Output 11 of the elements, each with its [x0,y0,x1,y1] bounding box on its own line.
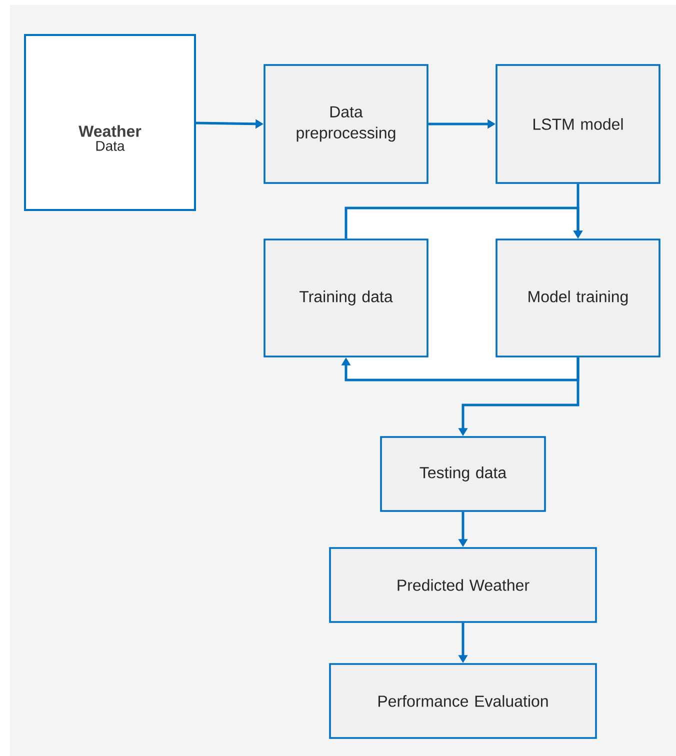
process-box: Performance Evaluation [329,663,597,739]
process-box: Data preprocessing [264,64,428,184]
process-box: Model training [496,238,660,358]
arrow [341,357,580,382]
arrow [344,206,583,239]
process-box: Testing data [380,436,546,512]
process-box: Training data [264,238,428,358]
database-cylinder [24,34,196,211]
process-box: LSTM model [496,64,660,184]
database-label: Weather Data [78,125,142,151]
process-box: Predicted Weather [329,547,597,623]
